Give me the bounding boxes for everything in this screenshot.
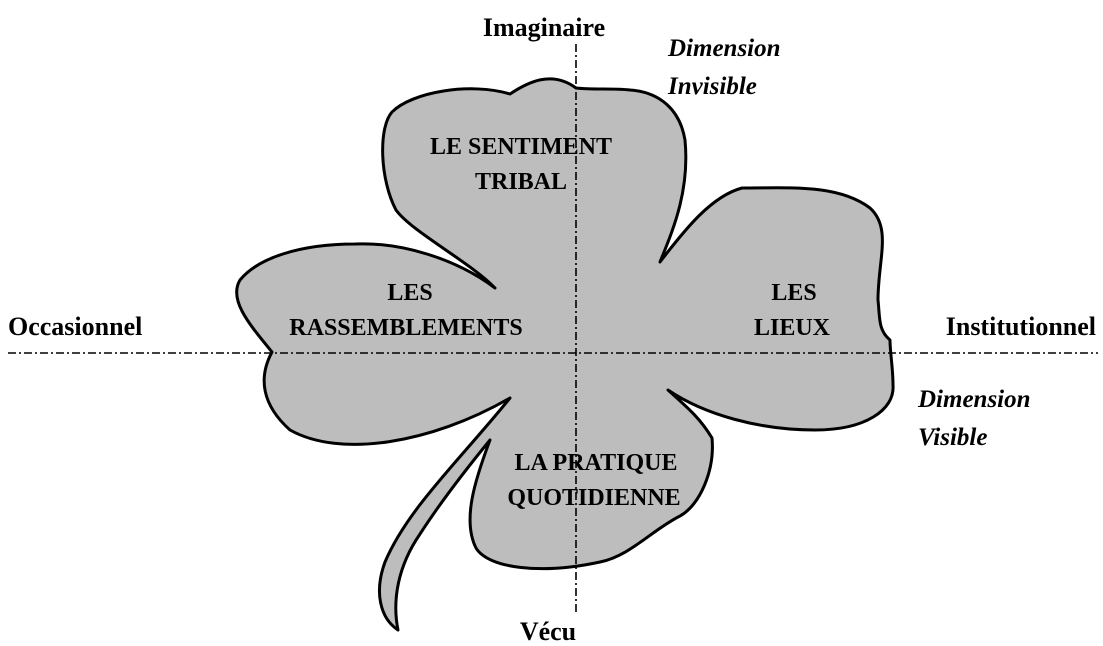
dimension-visible-line1: Dimension (917, 386, 1031, 413)
dimension-invisible-line1: Dimension (667, 35, 781, 62)
clover-shape (235, 77, 895, 632)
leaf-bottom-line2: QUOTIDIENNE (507, 485, 680, 511)
leaf-left-line2: RASSEMBLEMENTS (289, 315, 522, 341)
leaf-top-line2: TRIBAL (475, 169, 567, 195)
dimension-invisible-line2: Invisible (667, 73, 757, 100)
axis-label-bottom: Vécu (520, 617, 576, 646)
leaf-bottom-line1: LA PRATIQUE (515, 450, 678, 476)
leaf-right-line1: LES (771, 280, 816, 306)
leaf-left-line1: LES (387, 280, 432, 306)
axis-label-right: Institutionnel (946, 312, 1096, 341)
leaf-right-line2: LIEUX (754, 315, 831, 341)
axis-label-top: Imaginaire (483, 13, 605, 42)
dimension-visible-line2: Visible (918, 424, 987, 451)
axis-label-left: Occasionnel (8, 312, 142, 341)
leaf-top-line1: LE SENTIMENT (430, 134, 612, 160)
